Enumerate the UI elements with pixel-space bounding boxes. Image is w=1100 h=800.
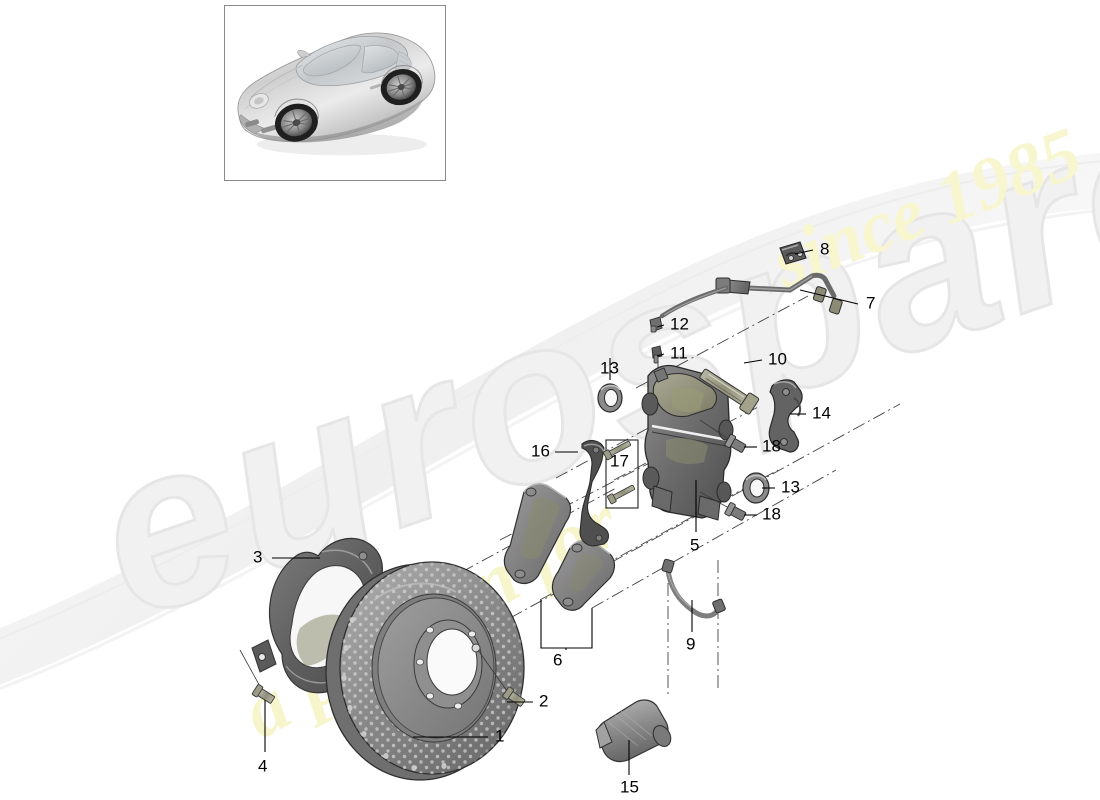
callout-label-10: 10 (768, 349, 787, 368)
callout-label-14: 14 (812, 403, 831, 422)
part-brake-pad-wear-sensor (661, 558, 726, 619)
callout-label-12: 12 (670, 314, 689, 333)
callout-label-7: 7 (866, 293, 875, 312)
callout-label-4: 4 (258, 756, 267, 775)
brake-pad-b (551, 539, 616, 611)
part-lubricant-tube (595, 699, 672, 763)
callout-label-18-lower: 18 (762, 504, 781, 523)
callout-label-8: 8 (820, 239, 829, 258)
callout-label-17: 17 (610, 451, 629, 470)
part-brake-pad-set (503, 483, 616, 611)
part-brake-disc (325, 561, 525, 781)
porsche-911-illustration (237, 32, 436, 156)
callout-label-16: 16 (531, 441, 550, 460)
part-pad-retaining-pin-set (603, 439, 639, 509)
part-brake-hose-bracket (779, 241, 807, 265)
part-bleeder-screw (649, 316, 663, 333)
part-brake-hose (659, 272, 843, 319)
callout-label-13-lower: 13 (781, 477, 800, 496)
callout-label-9: 9 (686, 634, 695, 653)
part-pad-retaining-spring (579, 439, 610, 547)
part-piston-seal-ring-upper (597, 383, 623, 413)
callout-label-13-upper: 13 (600, 358, 619, 377)
callout-label-5: 5 (690, 535, 699, 554)
callout-label-11: 11 (670, 343, 688, 362)
callout-label-3: 3 (253, 547, 262, 566)
front-wheel (274, 103, 318, 142)
rear-wheel (380, 68, 422, 106)
callout-label-15: 15 (620, 777, 639, 796)
vehicle-thumbnail (224, 5, 446, 181)
callout-label-18-upper: 18 (762, 436, 781, 455)
callout-label-1: 1 (495, 726, 504, 745)
callout-label-6: 6 (553, 650, 562, 669)
callout-label-2: 2 (539, 691, 548, 710)
